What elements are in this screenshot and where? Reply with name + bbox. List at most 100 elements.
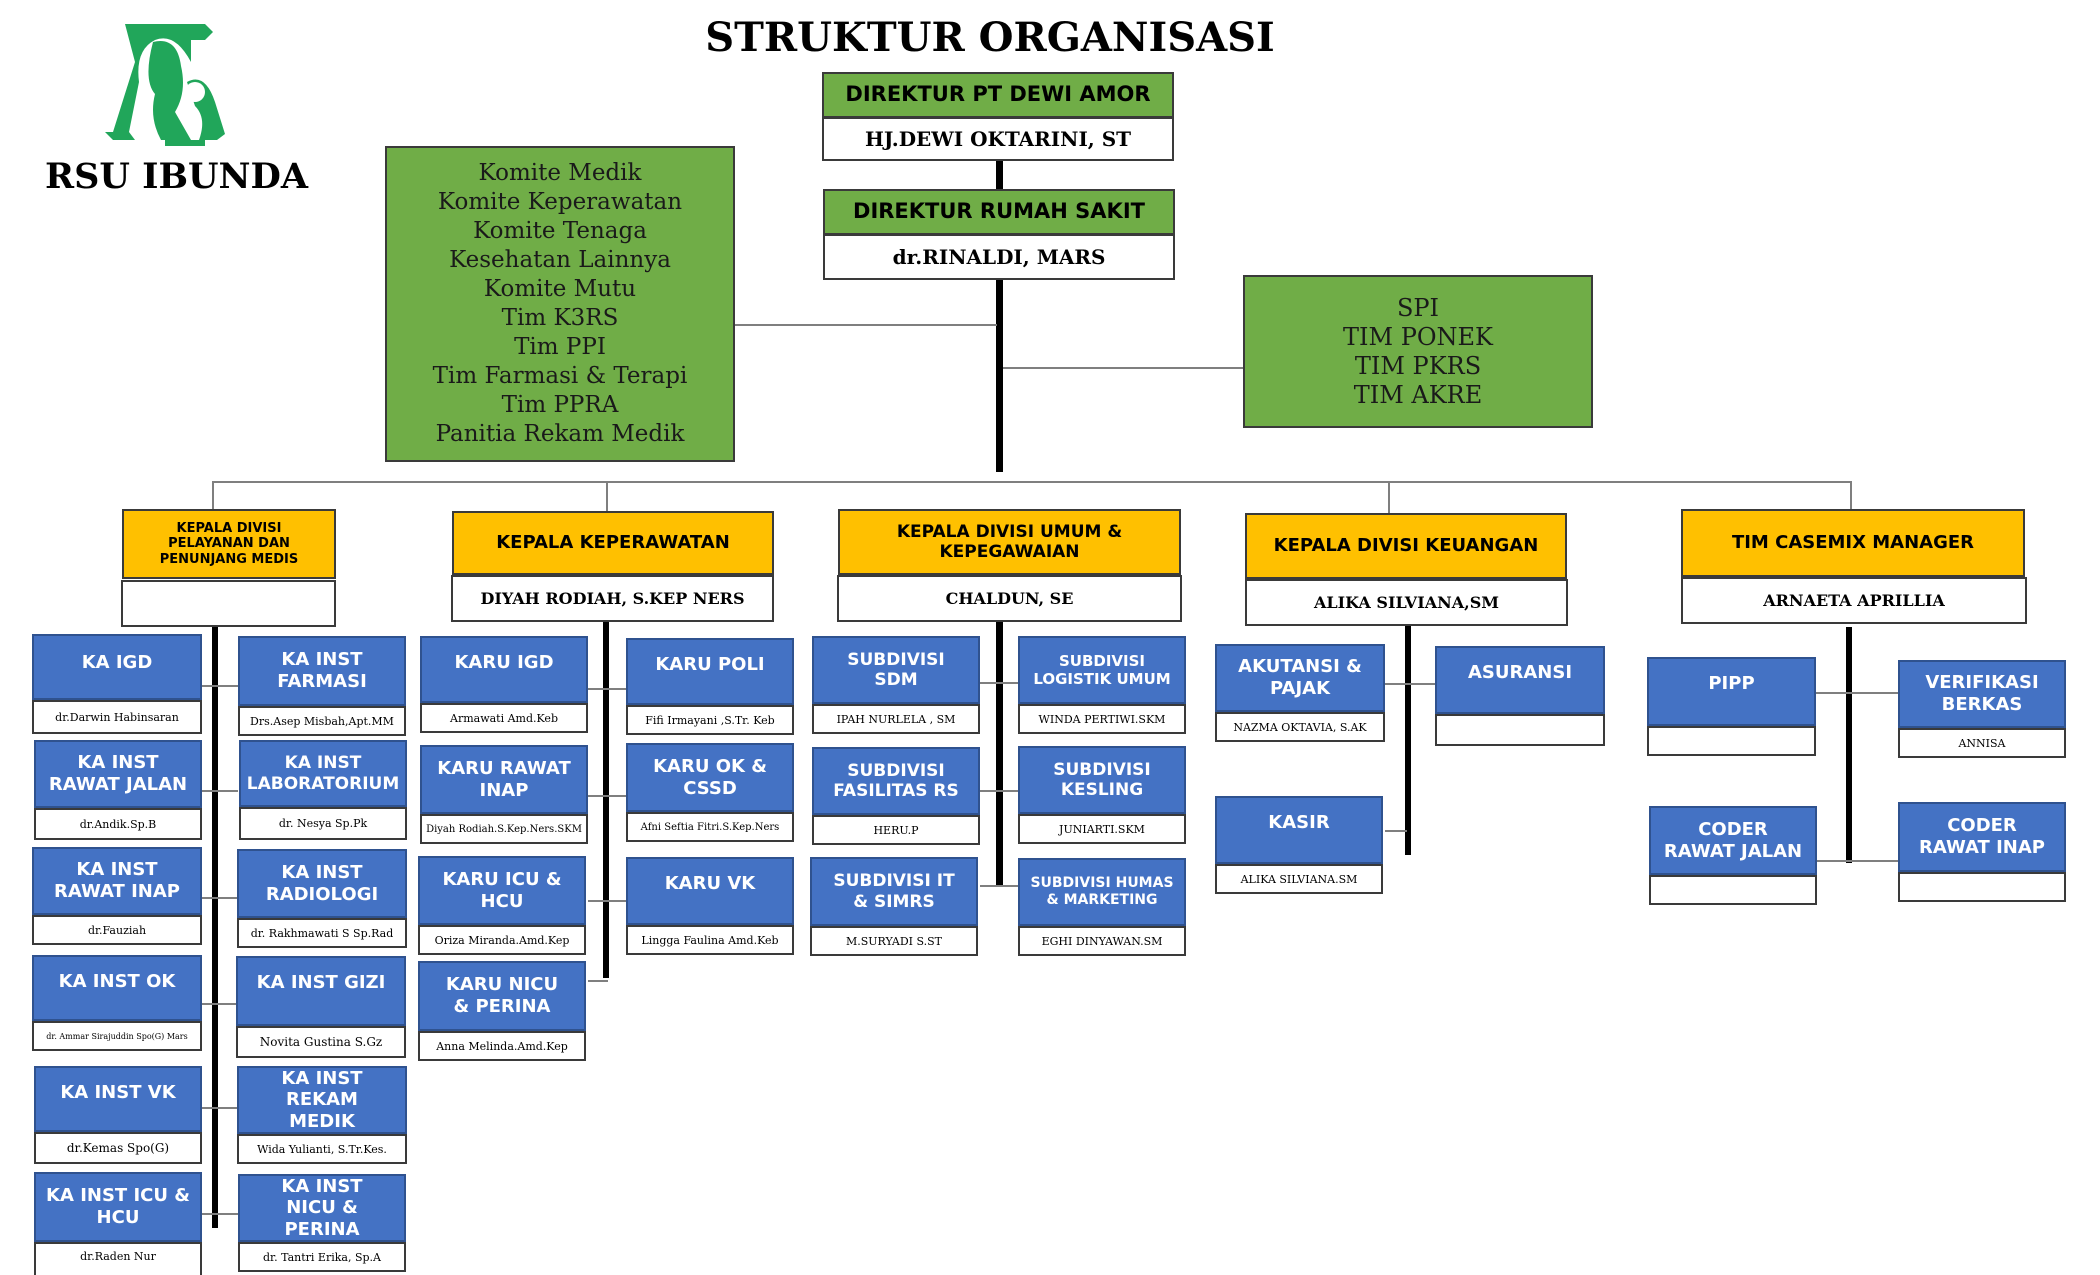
unit-karu-poli: KARU POLI: [626, 638, 794, 705]
division-keuangan-name: ALIKA SILVIANA,SM: [1245, 579, 1568, 626]
division-pelayanan-name: [121, 580, 336, 627]
committee-item: Panitia Rekam Medik: [435, 421, 685, 447]
spi-item: TIM AKRE: [1353, 380, 1483, 409]
connector-branch: [200, 685, 238, 687]
unit-ka-inst-nicu-perina: KA INST NICU & PERINA: [238, 1174, 406, 1242]
unit-ka-inst-radiologi: KA INST RADIOLOGI: [237, 849, 407, 918]
connector-branch: [200, 897, 238, 899]
logo-text: RSU IBUNDA: [45, 156, 309, 197]
unit-karu-rawat-inap-name: Diyah Rodiah.S.Kep.Ners.SKM: [420, 814, 588, 844]
unit-subdivisi-sdm: SUBDIVISI SDM: [812, 636, 980, 704]
spi-item: SPI: [1396, 293, 1440, 322]
connector-branch: [588, 900, 626, 902]
unit-karu-ok-cssd: KARU OK & CSSD: [626, 743, 794, 812]
director-rs-name: dr.RINALDI, MARS: [823, 234, 1175, 280]
unit-verifikasi-berkas: VERIFIKASI BERKAS: [1898, 660, 2066, 728]
connector-division-bus: [212, 481, 1852, 483]
unit-coder-rawat-inap-name: [1898, 872, 2066, 902]
division-umum-title: KEPALA DIVISI UMUM & KEPEGAWAIAN: [838, 509, 1181, 575]
connector-div-umum: [996, 621, 1003, 887]
connector-committee: [733, 324, 997, 326]
rsu-ibunda-logo-icon: [105, 24, 225, 146]
unit-akutansi-pajak-name: NAZMA OKTAVIA, S.AK: [1215, 712, 1385, 742]
connector-branch: [200, 1107, 238, 1109]
unit-akutansi-pajak: AKUTANSI & PAJAK: [1215, 644, 1385, 712]
unit-karu-igd-name: Armawati Amd.Keb: [420, 703, 588, 733]
connector-spi: [1003, 367, 1243, 369]
page-title: STRUKTUR ORGANISASI: [705, 14, 1275, 61]
committee-item: Komite Mutu: [483, 276, 637, 302]
unit-ka-inst-farmasi-name: Drs.Asep Misbah,Apt.MM: [238, 706, 406, 736]
unit-subdivisi-fasilitas-rs-name: HERU.P: [812, 815, 980, 845]
unit-coder-rawat-inap: CODER RAWAT INAP: [1898, 802, 2066, 872]
committee-item: Komite Tenaga Kesehatan Lainnya: [449, 218, 671, 273]
unit-subdivisi-kesling: SUBDIVISI KESLING: [1018, 746, 1186, 814]
committee-item: Tim PPRA: [501, 392, 619, 418]
unit-verifikasi-berkas-name: ANNISA: [1898, 728, 2066, 758]
unit-ka-inst-rawat-inap: KA INST RAWAT INAP: [32, 847, 202, 915]
connector-branch: [980, 682, 1020, 684]
committee-item: Tim Farmasi & Terapi: [432, 363, 688, 389]
unit-karu-vk-name: Lingga Faulina Amd.Keb: [626, 925, 794, 955]
unit-ka-inst-rekam-medik-name: Wida Yulianti, S.Tr.Kes.: [237, 1134, 407, 1164]
unit-karu-ok-cssd-name: Afni Seftia Fitri.S.Kep.Ners: [626, 812, 794, 842]
unit-subdivisi-sdm-name: IPAH NURLELA , SM: [812, 704, 980, 734]
unit-subdivisi-logistik-umum-name: WINDA PERTIWI.SKM: [1018, 704, 1186, 734]
unit-karu-rawat-inap: KARU RAWAT INAP: [420, 745, 588, 814]
unit-ka-inst-laboratorium-name: dr. Nesya Sp.Pk: [239, 807, 407, 840]
division-umum-name: CHALDUN, SE: [837, 575, 1182, 622]
committee-item: Komite Medik: [478, 160, 642, 186]
unit-pipp-name: [1647, 726, 1816, 756]
division-keuangan-title: KEPALA DIVISI KEUANGAN: [1245, 513, 1567, 579]
unit-ka-igd-name: dr.Darwin Habinsaran: [32, 700, 202, 734]
unit-ka-inst-gizi-name: Novita Gustina S.Gz: [236, 1026, 406, 1058]
division-keperawatan-name: DIYAH RODIAH, S.KEP NERS: [451, 575, 774, 622]
unit-subdivisi-fasilitas-rs: SUBDIVISI FASILITAS RS: [812, 747, 980, 815]
unit-karu-poli-name: Fifi Irmayani ,S.Tr. Keb: [626, 705, 794, 735]
unit-ka-inst-nicu-perina-name: dr. Tantri Erika, Sp.A: [238, 1242, 406, 1272]
unit-ka-inst-rawat-inap-name: dr.Fauziah: [32, 915, 202, 945]
connector-branch: [1816, 860, 1902, 862]
unit-subdivisi-it-simrs-name: M.SURYADI S.ST: [810, 926, 978, 956]
committee-box: Komite Medik Komite Keperawatan Komite T…: [385, 146, 735, 462]
committee-item: Tim K3RS: [501, 305, 619, 331]
connector-div-keperawatan: [603, 621, 609, 978]
connector-branch: [1816, 692, 1902, 694]
unit-karu-igd: KARU IGD: [420, 636, 588, 703]
unit-karu-icu-hcu: KARU ICU & HCU: [418, 856, 586, 925]
division-keperawatan-title: KEPALA KEPERAWATAN: [452, 511, 774, 575]
unit-ka-inst-icu-hcu: KA INST ICU & HCU: [34, 1172, 202, 1242]
connector-branch: [980, 790, 1020, 792]
division-pelayanan-title: KEPALA DIVISI PELAYANAN DAN PENUNJANG ME…: [122, 509, 336, 579]
unit-karu-icu-hcu-name: Oriza Miranda.Amd.Kep: [418, 925, 586, 955]
unit-karu-vk: KARU VK: [626, 857, 794, 925]
connector-drop: [1850, 481, 1852, 509]
unit-subdivisi-kesling-name: JUNIARTI.SKM: [1018, 814, 1186, 844]
committee-item: Tim PPI: [514, 334, 606, 360]
unit-coder-rawat-jalan-name: [1649, 875, 1817, 905]
connector-branch: [980, 885, 1020, 887]
unit-subdivisi-humas-marketing-name: EGHI DINYAWAN.SM: [1018, 926, 1186, 956]
connector-branch: [1385, 683, 1435, 685]
unit-ka-inst-rawat-jalan: KA INST RAWAT JALAN: [34, 740, 202, 808]
connector-branch: [588, 688, 626, 690]
director-rs-title: DIREKTUR RUMAH SAKIT: [823, 189, 1175, 235]
unit-ka-inst-ok-name: dr. Ammar Sirajuddin Spo(G) Mars: [32, 1021, 202, 1051]
unit-asuransi: ASURANSI: [1435, 646, 1605, 714]
unit-ka-igd: KA IGD: [32, 634, 202, 700]
connector-branch: [1385, 830, 1407, 832]
unit-coder-rawat-jalan: CODER RAWAT JALAN: [1649, 806, 1817, 875]
connector-div-pelayanan: [212, 625, 218, 1228]
connector-drop: [606, 481, 608, 511]
division-casemix-name: ARNAETA APRILLIA: [1681, 577, 2027, 624]
connector-branch: [588, 795, 626, 797]
unit-pipp: PIPP: [1647, 657, 1816, 726]
connector-branch: [200, 1003, 238, 1005]
director-pt-title: DIREKTUR PT DEWI AMOR: [822, 72, 1174, 118]
unit-subdivisi-humas-marketing: SUBDIVISI HUMAS & MARKETING: [1018, 858, 1186, 926]
spi-item: TIM PKRS: [1354, 351, 1482, 380]
director-pt-name: HJ.DEWI OKTARINI, ST: [822, 117, 1174, 161]
connector-div-casemix: [1846, 627, 1852, 863]
connector-branch: [200, 790, 238, 792]
unit-ka-inst-ok: KA INST OK: [32, 955, 202, 1021]
